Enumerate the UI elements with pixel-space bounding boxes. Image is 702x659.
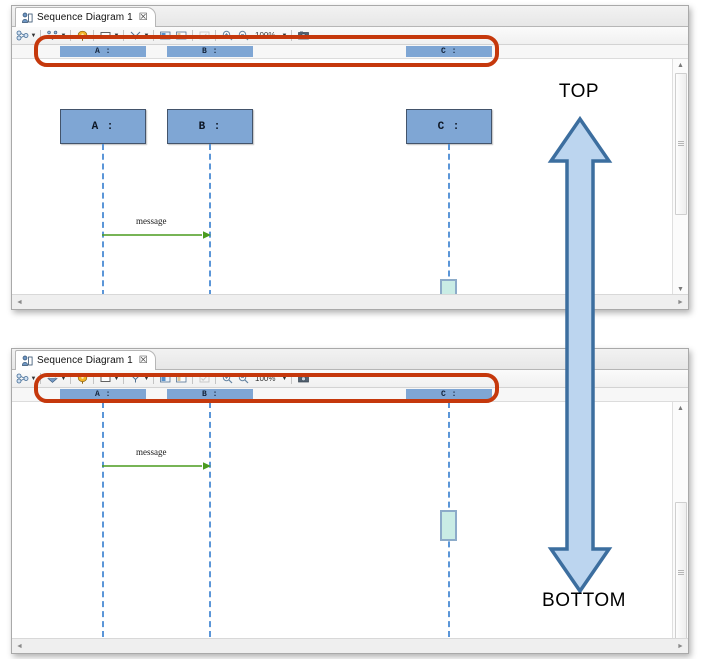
rectangle-icon[interactable] <box>97 371 113 386</box>
paint-icon[interactable] <box>74 371 90 386</box>
ruler-block-a: A : <box>60 389 146 400</box>
close-icon[interactable]: ☒ <box>138 11 148 23</box>
lifeline-box-b[interactable]: B : <box>167 109 253 144</box>
scroll-right-icon[interactable]: ► <box>677 298 684 306</box>
chevron-down-icon[interactable]: ▼ <box>281 32 288 39</box>
tab-label: Sequence Diagram 1 <box>37 12 133 23</box>
zoom-in-icon[interactable] <box>219 28 235 43</box>
zoom-in-icon[interactable] <box>219 371 235 386</box>
lifeline-dash-b[interactable] <box>209 144 211 296</box>
chevron-down-icon[interactable]: ▼ <box>113 375 120 382</box>
zoom-out-icon[interactable] <box>235 28 251 43</box>
message-label: message <box>136 216 167 226</box>
chevron-down-icon[interactable]: ▼ <box>113 32 120 39</box>
pointer-nodes-icon[interactable] <box>14 371 30 386</box>
close-icon[interactable]: ☒ <box>138 354 148 366</box>
toolbar-separator <box>291 30 292 41</box>
chevron-down-icon[interactable]: ▼ <box>143 375 150 382</box>
marquee-icon[interactable] <box>44 371 60 386</box>
activation-bar-c[interactable] <box>440 510 457 541</box>
zoom-level-combo[interactable]: 100% ▼ <box>253 371 288 386</box>
message-arrow-a-to-b[interactable] <box>100 227 215 245</box>
rectangle-icon[interactable] <box>97 28 113 43</box>
message-label: message <box>136 447 167 457</box>
chevron-down-icon[interactable]: ▼ <box>143 32 150 39</box>
chevron-down-icon[interactable]: ▼ <box>281 375 288 382</box>
chevron-down-icon[interactable]: ▼ <box>30 375 37 382</box>
scroll-left-icon[interactable]: ◄ <box>16 298 23 306</box>
zoom-level-value: 100% <box>255 374 276 383</box>
lifeline-box-a[interactable]: A : <box>60 109 146 144</box>
scroll-direction-annotation: TOP BOTTOM <box>500 75 702 635</box>
ruler-block-c: C : <box>406 46 492 57</box>
lifeline-dash-c[interactable] <box>448 144 450 296</box>
zoom-level-value: 100% <box>255 31 276 40</box>
toolbar-separator <box>215 30 216 41</box>
scroll-down-icon[interactable]: ▼ <box>677 286 684 293</box>
activation-bar-c[interactable] <box>440 279 457 296</box>
toolbar-separator <box>40 373 41 384</box>
scroll-left-icon[interactable]: ◄ <box>16 642 23 650</box>
ruler-block-a: A : <box>60 46 146 57</box>
camera-icon[interactable] <box>295 371 311 386</box>
toolbar-separator <box>93 373 94 384</box>
toolbar-separator <box>93 30 94 41</box>
camera-icon[interactable] <box>295 28 311 43</box>
vertical-double-arrow-icon <box>547 115 613 600</box>
connector-icon[interactable] <box>127 371 143 386</box>
chevron-down-icon[interactable]: ▼ <box>60 32 67 39</box>
diagram-ruler-top: A : B : C : <box>12 45 688 59</box>
toolbar-separator <box>123 373 124 384</box>
marquee-icon[interactable] <box>44 28 60 43</box>
diagram-toolbar-top[interactable]: ▼ ▼ ▼ <box>12 27 688 45</box>
toolbar-separator <box>153 373 154 384</box>
align-left-icon[interactable] <box>157 371 173 386</box>
tab-strip-top: Sequence Diagram 1 ☒ <box>12 6 688 27</box>
pointer-nodes-icon[interactable] <box>14 28 30 43</box>
toolbar-separator <box>192 30 193 41</box>
ruler-block-b: B : <box>167 46 253 57</box>
sequence-diagram-icon <box>21 355 33 367</box>
tab-strip-bottom: Sequence Diagram 1 ☒ <box>12 349 688 370</box>
lifeline-dash-a[interactable] <box>102 402 104 647</box>
ruler-block-b: B : <box>167 389 253 400</box>
scroll-right-icon[interactable]: ► <box>677 642 684 650</box>
chevron-down-icon[interactable]: ▼ <box>60 375 67 382</box>
horizontal-scrollbar-top[interactable]: ◄ ► <box>12 294 688 309</box>
toolbar-separator <box>192 373 193 384</box>
align-right-icon[interactable] <box>173 28 189 43</box>
tab-sequence-diagram-1[interactable]: Sequence Diagram 1 ☒ <box>15 7 156 27</box>
toolbar-separator <box>40 30 41 41</box>
zoom-level-combo[interactable]: 100% ▼ <box>253 28 288 43</box>
sequence-diagram-icon <box>21 12 33 24</box>
lifeline-dash-b[interactable] <box>209 402 211 647</box>
connector-icon[interactable] <box>127 28 143 43</box>
tab-sequence-diagram-1[interactable]: Sequence Diagram 1 ☒ <box>15 350 156 370</box>
snap-grid-icon[interactable] <box>196 371 212 386</box>
lifeline-dash-a[interactable] <box>102 144 104 296</box>
chevron-down-icon[interactable]: ▼ <box>30 32 37 39</box>
lifeline-box-c[interactable]: C : <box>406 109 492 144</box>
scroll-up-icon[interactable]: ▲ <box>677 405 684 412</box>
message-arrow-a-to-b[interactable] <box>100 458 215 476</box>
paint-icon[interactable] <box>74 28 90 43</box>
horizontal-scrollbar-bottom[interactable]: ◄ ► <box>12 638 688 653</box>
align-left-icon[interactable] <box>157 28 173 43</box>
annotation-label-bottom: BOTTOM <box>542 590 626 611</box>
vertical-scrollbar-top[interactable]: ▲ ▼ <box>672 59 688 296</box>
snap-grid-icon[interactable] <box>196 28 212 43</box>
toolbar-separator <box>70 30 71 41</box>
toolbar-separator <box>291 373 292 384</box>
toolbar-separator <box>70 373 71 384</box>
tab-label: Sequence Diagram 1 <box>37 355 133 366</box>
align-right-icon[interactable] <box>173 371 189 386</box>
toolbar-separator <box>153 30 154 41</box>
zoom-out-icon[interactable] <box>235 371 251 386</box>
vertical-scroll-thumb[interactable] <box>675 73 687 215</box>
toolbar-separator <box>123 30 124 41</box>
toolbar-separator <box>215 373 216 384</box>
ruler-block-c: C : <box>406 389 492 400</box>
scroll-up-icon[interactable]: ▲ <box>677 62 684 69</box>
annotation-label-top: TOP <box>558 81 600 102</box>
